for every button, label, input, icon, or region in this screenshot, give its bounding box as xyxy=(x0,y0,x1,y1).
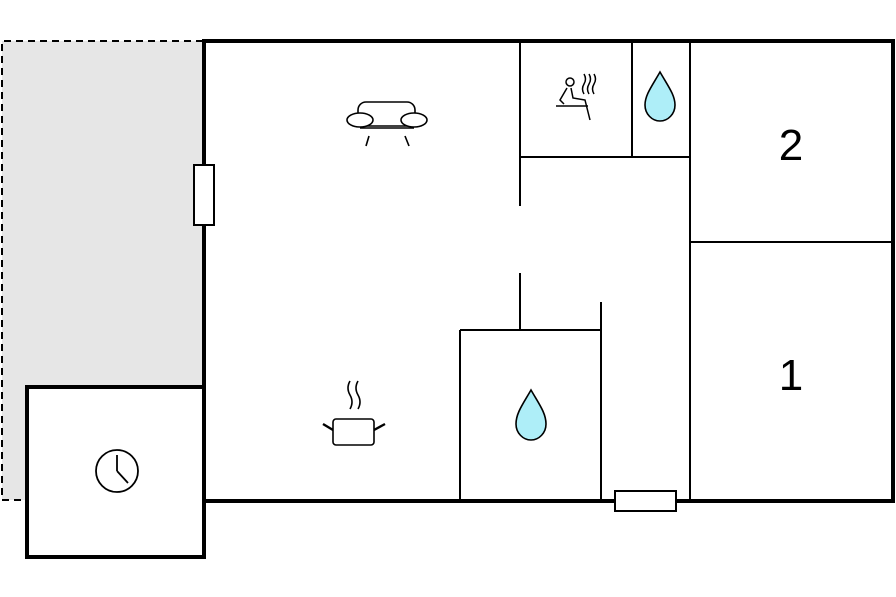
water-drop-icon xyxy=(515,388,547,441)
sofa-icon xyxy=(346,101,428,147)
window-west xyxy=(193,164,215,226)
interior-walls xyxy=(459,43,891,499)
porch-wall xyxy=(25,385,206,559)
sauna-icon xyxy=(556,73,597,121)
window-south xyxy=(614,490,677,512)
terrace-dashed-outline xyxy=(1,40,203,501)
cooking-pot-icon xyxy=(322,380,386,446)
room-label-bedroom-2: 2 xyxy=(779,121,803,170)
clock-icon xyxy=(95,449,139,493)
water-drop-icon xyxy=(644,70,676,122)
room-label-bedroom-1: 1 xyxy=(779,351,803,400)
outer-wall xyxy=(202,39,895,503)
